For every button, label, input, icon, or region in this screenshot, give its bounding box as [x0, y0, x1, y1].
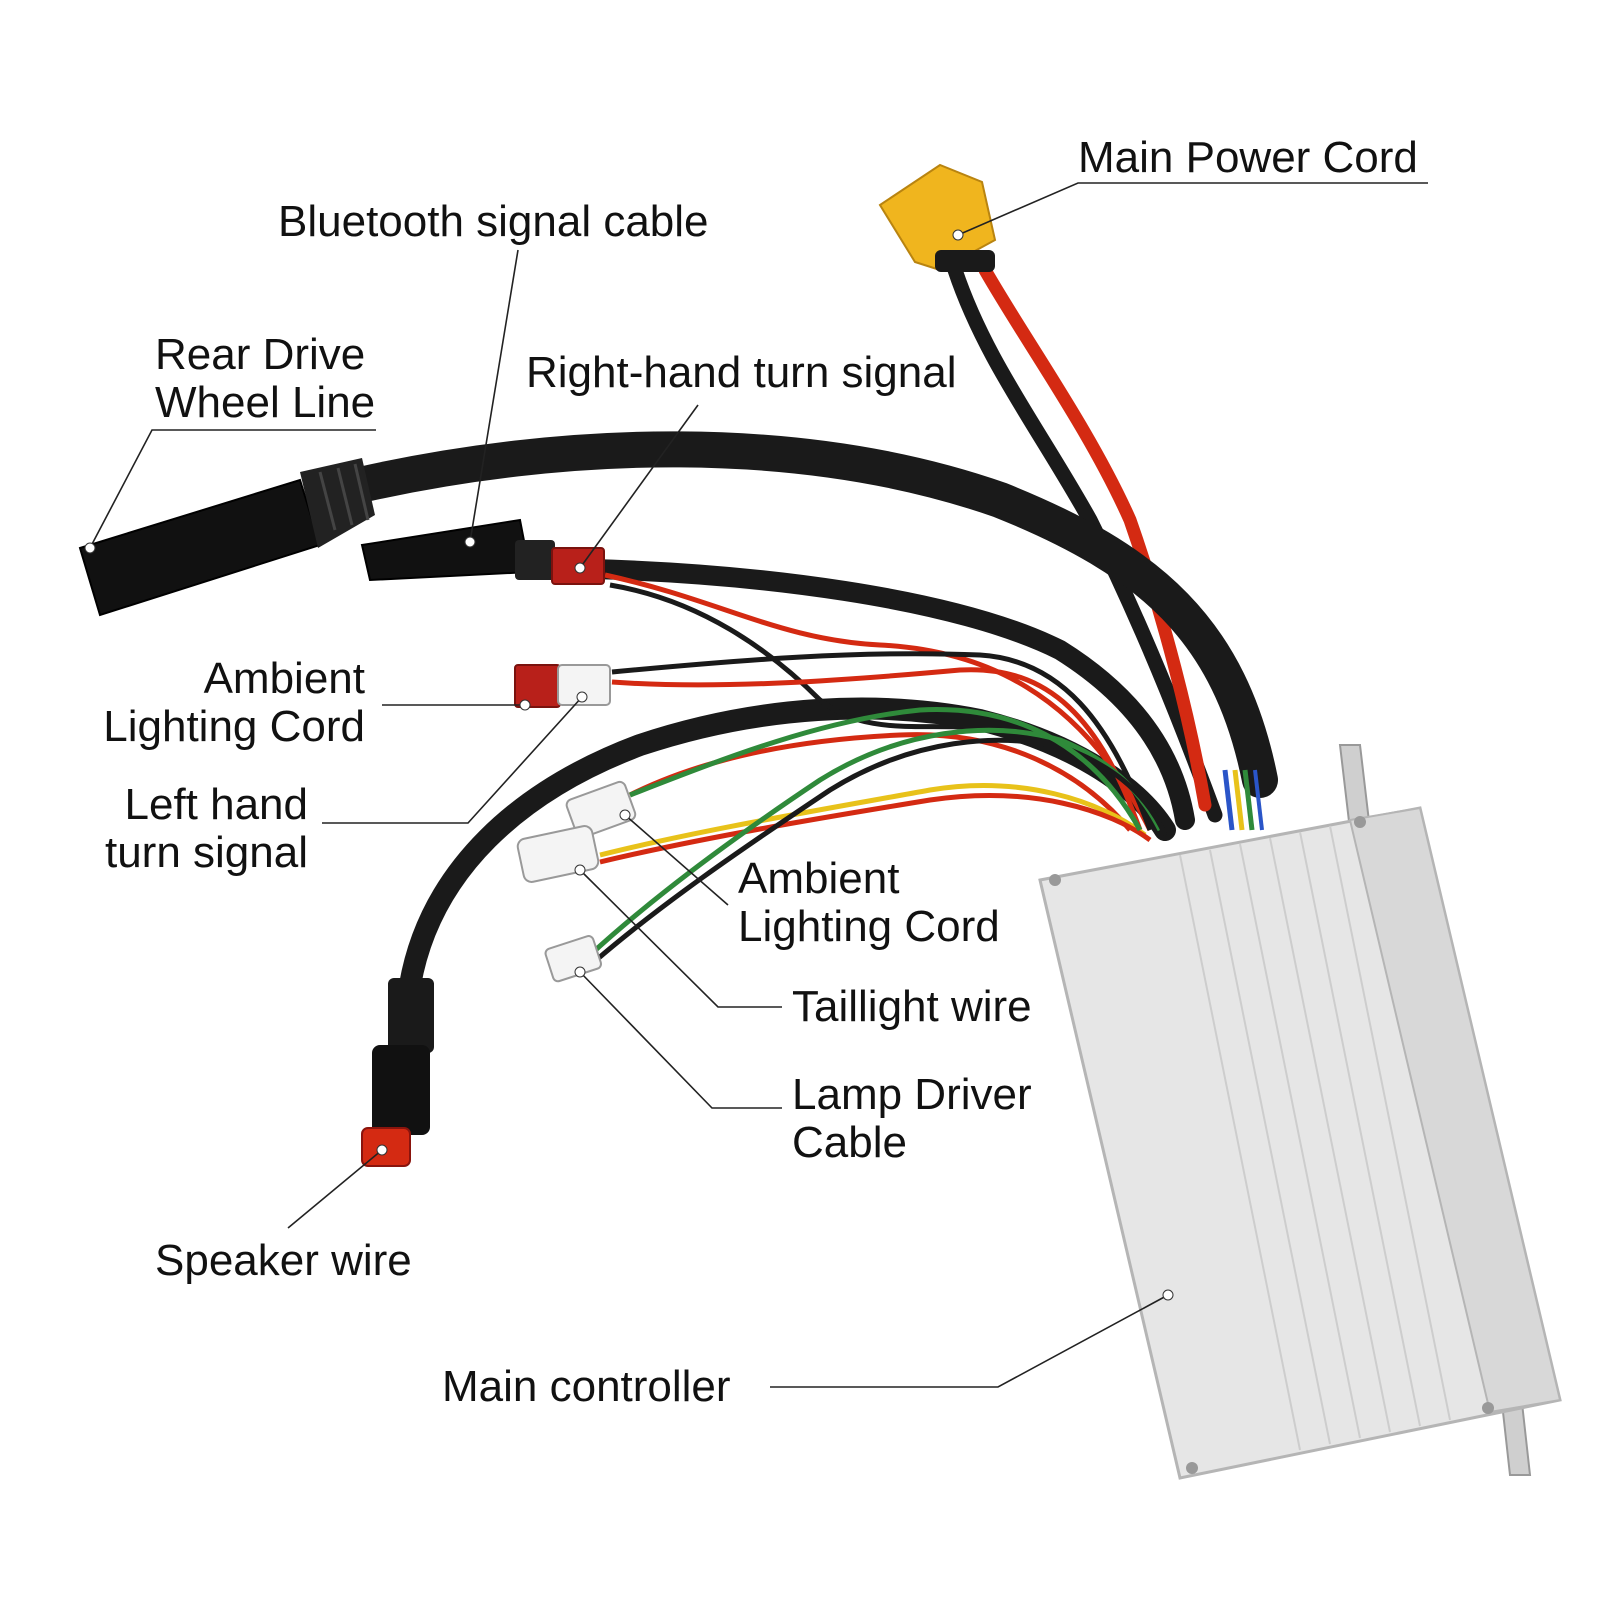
leader-speaker [287, 1149, 383, 1229]
speaker-connector [361, 978, 434, 1167]
dot-bluetooth [464, 536, 476, 548]
leader-bluetooth [469, 249, 519, 543]
leader-main-controller [770, 1294, 1169, 1388]
label-main-controller: Main controller [442, 1362, 731, 1411]
lamp-driver-white-connector [544, 935, 602, 983]
lamp-driver-wire-green [588, 727, 1163, 957]
harness-green-wire [1242, 769, 1255, 831]
label-left-hand-1: Left hand [125, 780, 309, 829]
ambient-wire-black [611, 651, 1153, 831]
dot-taillight [574, 864, 586, 876]
harness-blue-wire [1222, 769, 1235, 831]
label-lamp-driver-1: Lamp Driver [792, 1070, 1032, 1119]
rear-drive-connector-ribs [300, 458, 375, 548]
ambient-wire-red [611, 667, 1143, 831]
leaders [84, 182, 1428, 1388]
lamp-driver-wire-black [592, 737, 1168, 964]
dot-main-power-cord [952, 229, 964, 241]
harness-blue-wire-2 [1253, 769, 1264, 831]
label-rear-drive-line-1: Rear Drive [155, 330, 365, 379]
controller-top-rail [1348, 806, 1562, 1414]
dot-lamp-driver [574, 966, 586, 978]
leader-lamp-driver [579, 971, 782, 1109]
label-left-hand-2: turn signal [105, 828, 308, 877]
label-rear-drive-line-2: Wheel Line [155, 378, 375, 427]
bluetooth-connector-body [360, 518, 532, 582]
harness-yellow-wire [1232, 769, 1245, 831]
right-turn-wire-black [609, 582, 1001, 733]
label-lamp-driver-2: Cable [792, 1118, 907, 1167]
label-right-hand-turn-signal: Right-hand turn signal [526, 348, 956, 397]
leader-taillight [579, 869, 782, 1008]
right-turn-wire-red [604, 572, 1153, 832]
xt-connector-body [878, 163, 997, 272]
power-wire-black [947, 262, 1223, 823]
taillight-white-connector [516, 825, 600, 883]
label-taillight-wire: Taillight wire [792, 982, 1032, 1031]
dot-left-turn [576, 691, 588, 703]
connectors [78, 163, 997, 1167]
leader-ambient-right [624, 814, 729, 906]
leader-left-turn [322, 696, 583, 824]
main-controller-box [1038, 744, 1562, 1480]
power-wire-red [978, 263, 1212, 812]
left-turn-white-connector [557, 664, 611, 706]
bluetooth-connector [360, 518, 555, 582]
ambient-right-wire-green [629, 707, 1143, 832]
rear-drive-cable [342, 431, 1278, 798]
taillight-wire-red [599, 793, 1152, 865]
xt-power-connector [878, 163, 997, 272]
rear-drive-connector-body [78, 478, 322, 617]
dot-ambient-right [619, 809, 631, 821]
labels: Main Power Cord Bluetooth signal cable R… [103, 133, 1418, 1411]
dot-main-controller [1162, 1289, 1174, 1301]
label-main-power-cord: Main Power Cord [1078, 133, 1418, 182]
dot-speaker [376, 1144, 388, 1156]
rear-drive-connector [78, 458, 375, 617]
label-ambient-left-1: Ambient [204, 654, 365, 703]
ambient-right-white-connector [565, 780, 637, 839]
taillight-wire-yellow [599, 783, 1147, 858]
label-ambient-right-2: Lighting Cord [738, 902, 1000, 951]
label-speaker-wire: Speaker wire [155, 1236, 412, 1285]
bluetooth-cable [530, 558, 1195, 830]
label-ambient-right-1: Ambient [738, 854, 899, 903]
leader-right-turn [579, 404, 699, 569]
dot-rear-drive [84, 542, 96, 554]
leader-rear-drive [89, 429, 376, 549]
dot-right-turn [574, 562, 586, 574]
leader-main-power-cord [957, 182, 1428, 236]
controller-fins [1179, 825, 1451, 1451]
label-ambient-left-2: Lighting Cord [103, 702, 365, 751]
xt-connector-sleeve [935, 250, 995, 272]
dot-ambient-left [519, 699, 531, 711]
cables [342, 262, 1278, 996]
label-bluetooth-signal-cable: Bluetooth signal cable [278, 197, 709, 246]
